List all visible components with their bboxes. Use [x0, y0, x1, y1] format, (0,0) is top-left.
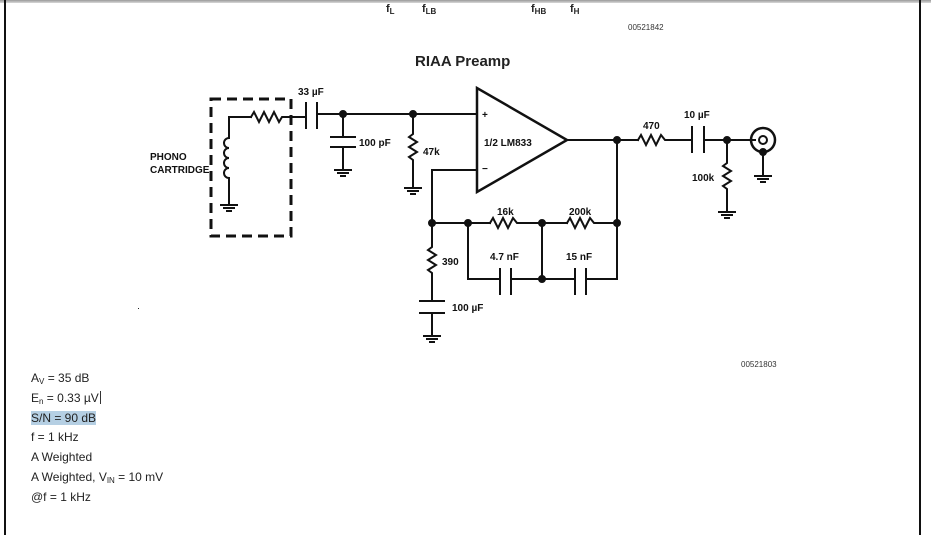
output-jack-icon: [749, 126, 777, 183]
label-c-100uf: 100 µF: [452, 303, 483, 314]
label-c-10uf: 10 µF: [684, 110, 710, 121]
label-f-h: fH: [570, 3, 580, 16]
cartridge-resistor-icon: [249, 109, 307, 125]
figure-id-schematic: 00521803: [741, 360, 777, 369]
label-opamp-plus: +: [482, 110, 488, 121]
label-r-100k: 100k: [692, 173, 715, 184]
capacitor-4-7nf-icon: [499, 268, 512, 295]
label-c-33uf: 33 µF: [298, 87, 324, 98]
label-phono: PHONO: [150, 152, 187, 163]
label-r-47k: 47k: [423, 147, 440, 158]
resistor-200k-icon: [565, 215, 618, 231]
label-r-470: 470: [643, 121, 660, 132]
opamp-triangle-icon: [475, 85, 570, 195]
spec-frequency: f = 1 kHz: [31, 430, 79, 445]
capacitor-33uf-icon: [305, 102, 318, 129]
feedback-output-wire: [588, 139, 618, 280]
page-border-right: [919, 0, 921, 535]
label-cartridge: CARTRIDGE: [150, 165, 210, 176]
capacitor-15nf-icon: [574, 268, 587, 295]
spec-weighting: A Weighted: [31, 450, 93, 465]
spec-list: AV = 35 dB En = 0.33 µV S/N = 90 dB f = …: [31, 369, 163, 508]
label-r-200k: 200k: [569, 207, 592, 218]
cartridge-ground-icon: [220, 204, 238, 212]
label-c-100pf: 100 pF: [359, 138, 391, 149]
label-f-l: fL: [386, 3, 395, 16]
spec-snr[interactable]: S/N = 90 dB: [31, 409, 163, 429]
spec-test-frequency: @f = 1 kHz: [31, 489, 91, 504]
cap-branch-wire: [467, 222, 501, 280]
text-cursor: [99, 390, 101, 404]
label-r-16k: 16k: [497, 207, 514, 218]
label-r-390: 390: [442, 257, 459, 268]
cartridge-box: [209, 97, 293, 238]
page-border-left: [4, 0, 6, 535]
page-top-shadow: [0, 0, 931, 3]
junction-dot: [613, 219, 621, 227]
resistor-47k-icon: [404, 113, 422, 195]
inverting-input-wire: [431, 169, 478, 224]
label-opamp-minus: −: [482, 164, 488, 175]
spec-noise: En = 0.33 µV: [31, 390, 101, 406]
label-opamp: 1/2 LM833: [484, 138, 532, 149]
cap-mid-wire: [510, 222, 576, 280]
label-c-15nf: 15 nF: [566, 252, 592, 263]
resistor-390-icon: [426, 222, 438, 302]
stray-dot: [138, 308, 139, 309]
capacitor-100uf-icon: [419, 300, 445, 343]
cartridge-inductor-icon: [223, 116, 231, 206]
spec-gain: AV = 35 dB: [31, 371, 90, 386]
selected-text[interactable]: S/N = 90 dB: [31, 410, 97, 425]
resistor-16k-icon: [488, 215, 568, 231]
capacitor-10uf-icon: [691, 126, 705, 153]
label-c-4-7nf: 4.7 nF: [490, 252, 519, 263]
resistor-100k-icon: [718, 139, 736, 219]
junction-dot: [538, 275, 546, 283]
capacitor-100pf-icon: [330, 113, 356, 177]
figure-id-top: 00521842: [628, 23, 664, 32]
resistor-470-icon: [636, 132, 693, 148]
schematic-title: RIAA Preamp: [415, 53, 511, 70]
label-f-hb: fHB: [531, 3, 547, 16]
label-f-lb: fLB: [422, 3, 437, 16]
spec-weighting-vin: A Weighted, VIN = 10 mV: [31, 469, 164, 485]
